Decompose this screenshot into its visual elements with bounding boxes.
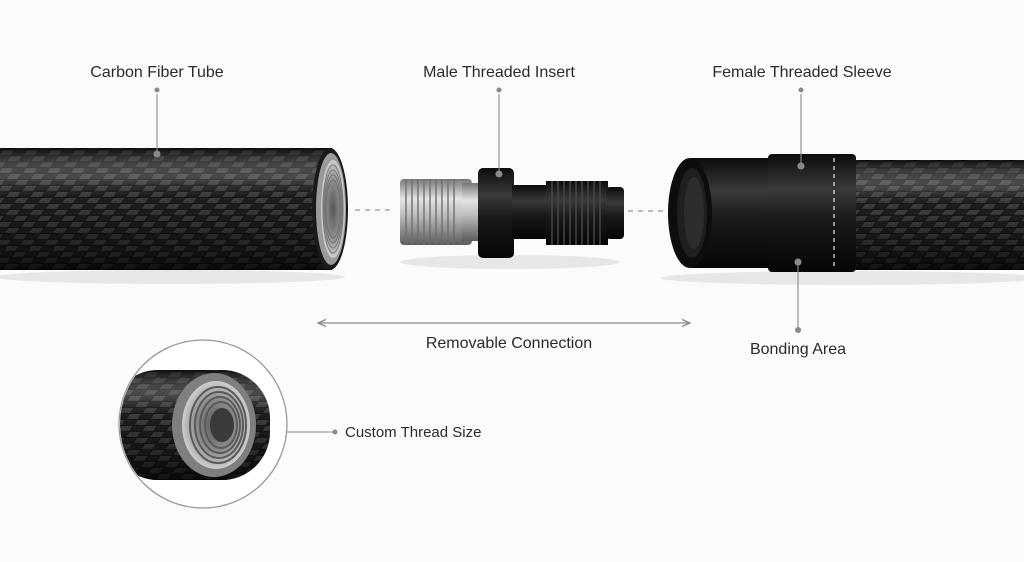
label-custom-thread-size: Custom Thread Size — [345, 424, 482, 441]
female-threaded-sleeve-assembly — [660, 154, 1024, 285]
alignment-lines — [355, 209, 664, 212]
label-removable-connection: Removable Connection — [425, 335, 593, 352]
male-threaded-insert — [400, 168, 624, 269]
carbon-fiber-tube — [0, 148, 348, 284]
label-bonding-area: Bonding Area — [749, 341, 847, 358]
label-male-threaded-insert: Male Threaded Insert — [423, 64, 575, 81]
leader-lines — [153, 87, 805, 437]
thread-detail-zoom — [118, 339, 288, 509]
label-female-threaded-sleeve: Female Threaded Sleeve — [712, 64, 892, 81]
label-carbon-fiber-tube: Carbon Fiber Tube — [90, 64, 224, 81]
